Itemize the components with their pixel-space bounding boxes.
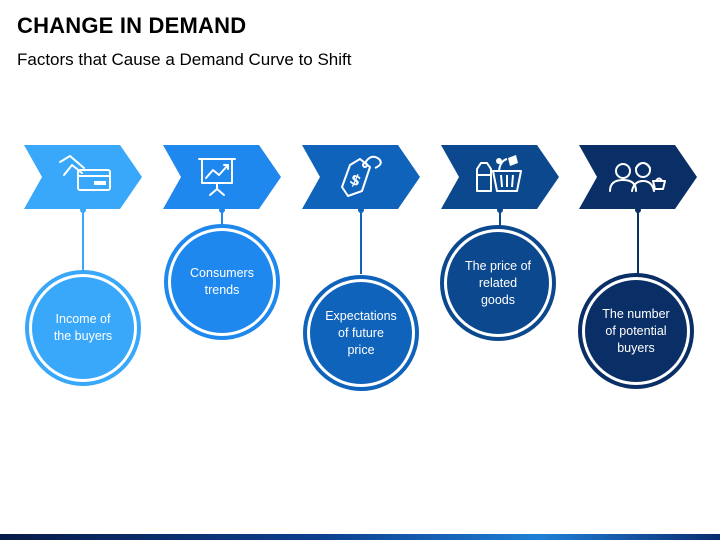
connector-dot xyxy=(80,207,86,213)
chevron-arrow xyxy=(163,145,281,209)
footer-gradient-bar xyxy=(0,534,720,540)
shopping-basket-icon xyxy=(476,155,522,192)
hand-card-payment-icon xyxy=(59,155,111,191)
buyers-icon xyxy=(609,162,666,192)
chevron-arrow xyxy=(441,145,559,209)
page-title: CHANGE IN DEMAND xyxy=(17,13,247,38)
connector-line xyxy=(637,209,639,276)
connector-line xyxy=(499,209,501,229)
connector-line xyxy=(221,209,223,227)
connector-dot xyxy=(219,207,225,213)
connector-dot xyxy=(358,207,364,213)
page-subtitle: Factors that Cause a Demand Curve to Shi… xyxy=(17,50,352,69)
price-tag-icon: $ xyxy=(341,155,382,197)
connector-line xyxy=(82,209,84,274)
chevron-arrow: $ xyxy=(302,145,420,209)
presentation-chart-icon xyxy=(198,158,236,196)
connector-line xyxy=(360,209,362,274)
chevron-arrow xyxy=(24,145,142,209)
chevron-arrow xyxy=(579,145,697,209)
connector-dot xyxy=(635,207,641,213)
connector-dot xyxy=(497,207,503,213)
svg-text:$: $ xyxy=(347,170,364,191)
